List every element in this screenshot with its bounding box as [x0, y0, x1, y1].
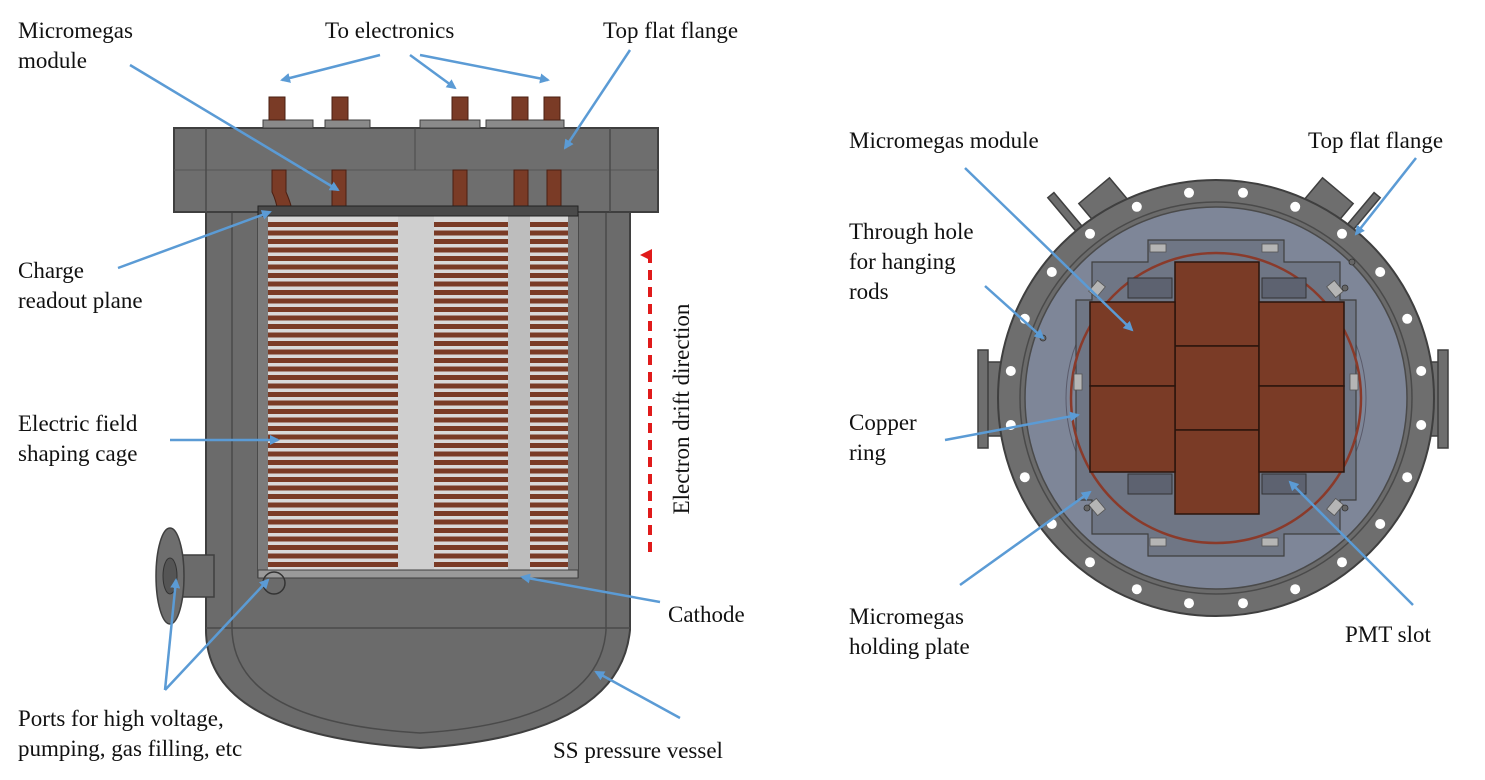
bolt-hole: [1337, 557, 1347, 568]
bolt-hole: [1005, 366, 1016, 376]
bolt-hole: [1416, 420, 1427, 430]
label-micromegas-module: Micromegas module: [18, 18, 133, 73]
bolt-holes: [1005, 187, 1427, 609]
label-pmt-slot: PMT slot: [1345, 622, 1431, 647]
bolt-hole: [1375, 519, 1386, 529]
bolt-hole: [1402, 472, 1413, 483]
top-pointers: [944, 157, 1417, 606]
cathode-plate: [257, 569, 579, 579]
label-ports: Ports for high voltage, pumping, gas fil…: [18, 706, 243, 761]
bolt-hole: [1290, 201, 1301, 212]
label-top-flat-flange-top: Top flat flange: [1308, 128, 1444, 153]
port-tube: [181, 554, 215, 598]
label-top-micromegas-module: Micromegas module: [849, 128, 1039, 153]
label-holding-plate: Micromegas holding plate: [849, 604, 970, 659]
bolt-hole: [1085, 228, 1095, 239]
label-cathode: Cathode: [668, 602, 745, 627]
charge-readout-plane: [257, 205, 579, 217]
bolt-hole: [1238, 187, 1248, 198]
copper-ring: [1069, 251, 1363, 545]
bolt-hole: [1402, 313, 1413, 324]
side-view: [155, 96, 659, 750]
label-ss-pressure-vessel: SS pressure vessel: [553, 738, 723, 763]
bolt-hole: [1290, 584, 1301, 595]
bolt-hole: [1019, 472, 1030, 483]
electronics-connectors: [268, 96, 561, 121]
bolt-hole: [1019, 313, 1030, 324]
bolt-hole: [1184, 187, 1194, 198]
label-to-electronics: To electronics: [325, 18, 455, 43]
label-top-flat-flange: Top flat flange: [603, 18, 739, 43]
bolt-hole: [1337, 228, 1347, 239]
bolt-hole: [1375, 267, 1386, 277]
label-electron-drift-direction: Electron drift direction: [669, 303, 694, 515]
cage-posts: [258, 215, 578, 577]
bolt-hole: [1416, 366, 1427, 376]
bolt-hole: [1085, 557, 1095, 568]
bolt-hole: [1131, 201, 1142, 212]
vessel-inner-wall: [231, 212, 607, 734]
side-pointers: [117, 49, 681, 720]
bolt-hole: [1046, 267, 1057, 277]
pmt-slots: [1127, 277, 1307, 495]
micromegas-modules: [1089, 261, 1345, 515]
top-view: [977, 176, 1449, 617]
label-charge-readout-plane: Charge readout plane: [18, 258, 143, 313]
bolt-hole: [1238, 598, 1248, 609]
flange-caps: [262, 119, 565, 129]
bolt-hole: [1184, 598, 1194, 609]
bolt-hole: [1131, 584, 1142, 595]
clamp-tabs: [1073, 243, 1359, 547]
label-through-hole: Through hole for hanging rods: [849, 219, 974, 304]
label-electric-field-cage: Electric field shaping cage: [18, 411, 138, 466]
label-copper-ring: Copper ring: [849, 410, 917, 465]
